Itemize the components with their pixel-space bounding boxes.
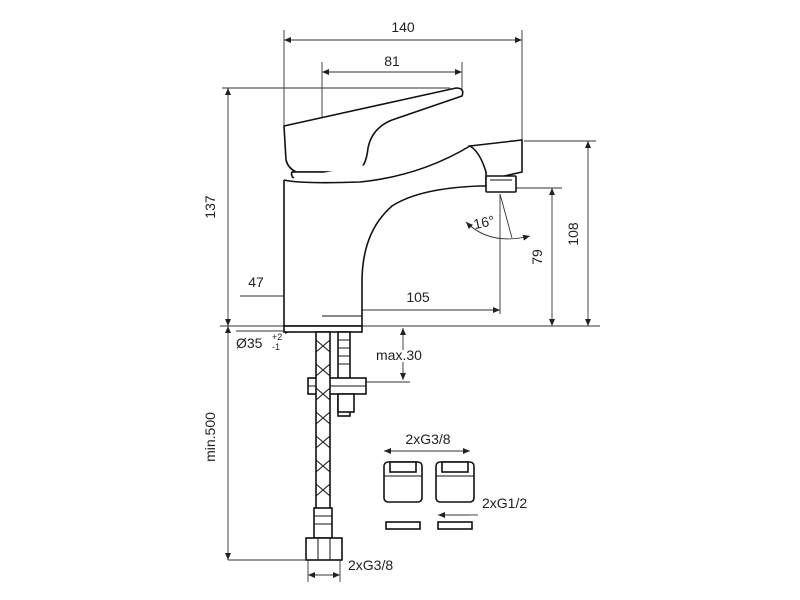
adapter-left [383, 461, 423, 530]
label-81: 81 [384, 53, 400, 69]
label-16-degrees: 16° [472, 212, 496, 232]
base-plate [283, 325, 363, 333]
fixing-nut [337, 393, 355, 413]
braided-hose [305, 331, 343, 561]
faucet-body [283, 139, 523, 327]
label-diameter-tol-plus: +2 [272, 332, 282, 342]
label-min500: min.500 [202, 412, 218, 462]
dimension-labels: 140 81 137 108 79 16° 47 105 Ø35 +2 -1 m… [202, 19, 581, 573]
label-105: 105 [406, 289, 430, 305]
label-140: 140 [391, 19, 415, 35]
hose-crimp [313, 507, 333, 539]
aerator [485, 175, 517, 193]
hose-nut [305, 537, 343, 561]
adapter-right [435, 461, 475, 530]
label-diameter: Ø35 [236, 335, 263, 351]
label-79: 79 [529, 249, 545, 265]
washer-left [385, 521, 421, 530]
label-47: 47 [248, 274, 264, 290]
label-adapter-in: 2xG3/8 [405, 431, 450, 447]
faucet [283, 87, 523, 417]
adapters [383, 461, 475, 530]
lever-handle [283, 87, 464, 173]
label-137: 137 [202, 195, 218, 219]
label-hose-thread: 2xG3/8 [348, 557, 393, 573]
label-adapter-out: 2xG1/2 [482, 495, 527, 511]
label-diameter-tol-minus: -1 [272, 342, 280, 352]
washer-right [437, 521, 473, 530]
label-max30: max.30 [376, 347, 422, 363]
angle-arc [465, 221, 531, 241]
label-108: 108 [565, 222, 581, 246]
dimension-lines [225, 37, 591, 578]
